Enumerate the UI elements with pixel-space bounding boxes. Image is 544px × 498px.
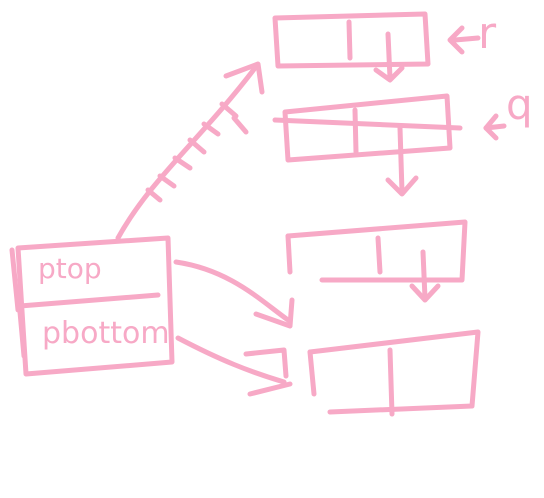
q-label: q xyxy=(506,80,533,129)
node-1 xyxy=(272,11,431,83)
r-pointer xyxy=(447,25,481,55)
node-4 xyxy=(307,329,481,417)
r-label: r xyxy=(478,8,497,59)
ptop-label: ptop xyxy=(38,252,102,285)
struct-box xyxy=(9,235,175,377)
ptop-arrow xyxy=(115,61,265,241)
pbottom-label: pbottom xyxy=(42,316,170,351)
pbottom-arrows xyxy=(173,259,295,397)
node-2 xyxy=(272,93,463,197)
node-3 xyxy=(285,219,468,303)
q-pointer xyxy=(483,113,507,141)
